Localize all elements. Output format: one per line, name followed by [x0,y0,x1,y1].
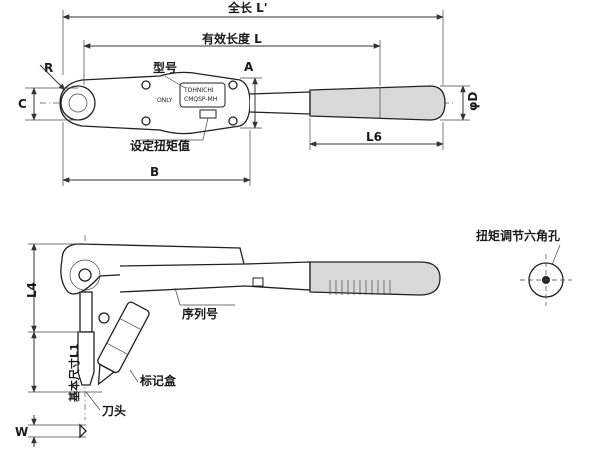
model-code-text: CMQSP-MH [184,96,217,103]
grip-ribs [329,280,391,295]
r-label: R [44,61,53,75]
l6-label: L6 [366,130,382,144]
effective-length-label: 有效长度 L [202,31,262,46]
side-view: L4 基本尺寸L1 W 序列号 标记盒 刀头 [15,235,441,447]
c-label: C [18,97,27,111]
cutter-head-label: 刀头 [102,403,126,418]
a-label: A [244,60,254,74]
overall-length-label: 全长 L' [227,0,268,15]
marking-box-label: 标记盒 [139,373,177,388]
top-view: TOHNICHI CMQSP-MH ONLY 全长 L' 有效长度 L 型号 R… [18,0,480,186]
model-label: 型号 [153,60,177,75]
handle-grip [309,85,446,121]
shaft-outline [249,91,311,115]
torque-setting-window [199,109,217,119]
side-grip [309,261,441,296]
hex-hole-detail: 扭矩调节六角孔 [476,228,572,306]
set-torque-label: 设定扭矩值 [130,138,190,153]
w-label: W [15,425,28,439]
cutter-head-shape [77,331,95,386]
l4-label: L4 [25,282,39,298]
b-label: B [150,165,159,179]
switch-text: ONLY [157,97,173,104]
hex-hole-label: 扭矩调节六角孔 [476,228,560,243]
brand-plate [179,82,226,108]
ratchet-head-circle [60,85,96,121]
drive-post [79,291,93,333]
serial-number-label: 序列号 [182,306,218,321]
brand-text: TOHNICHI [183,87,214,94]
marking-box [97,301,150,386]
side-shaft [119,261,311,293]
phi-d-label: φD [466,92,480,111]
base-size-label: 基本尺寸L1 [67,343,81,403]
